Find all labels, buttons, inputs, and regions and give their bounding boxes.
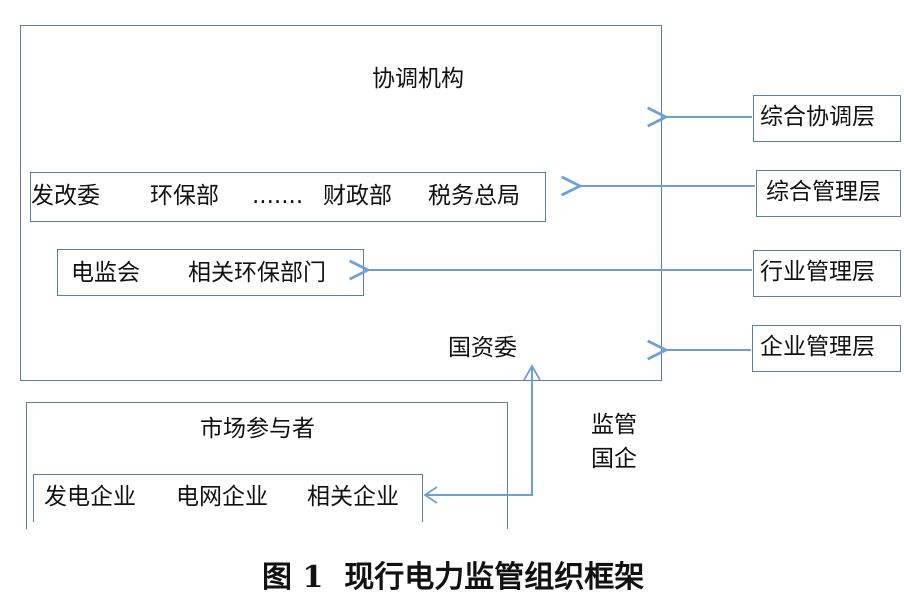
comprehensive-agencies-box [30,172,546,222]
figure-title: 现行电力监管组织框架 [344,560,645,595]
layer-box-enterprise [752,325,901,372]
market-participants-title: 市场参与者 [200,416,315,442]
sasac-label: 国资委 [448,335,517,361]
agency-mof: 财政部 [323,183,392,209]
enterprise-grid: 电网企业 [176,484,268,510]
layer-box-management [756,170,901,217]
agency-mep: 环保部 [150,183,219,209]
arrowhead-enterprises [423,486,438,504]
enterprise-generation: 发电企业 [44,484,136,510]
agency-ellipsis: ....... [252,183,304,209]
agency-ndrc: 发改委 [31,183,100,209]
supervision-note-line1: 监管 [591,412,637,438]
regulators-outer-box [20,25,662,381]
layer-label-industry: 行业管理层 [760,259,875,285]
layer-label-coordination: 综合协调层 [760,104,875,130]
supervision-note-line2: 国企 [591,446,637,472]
arrowhead-sasac [523,364,541,381]
layer-box-industry [753,250,901,297]
agency-env-depts: 相关环保部门 [188,260,326,286]
enterprises-box [33,474,423,522]
layer-label-management: 综合管理层 [766,179,881,205]
layer-label-enterprise: 企业管理层 [760,334,875,360]
enterprise-related: 相关企业 [307,484,399,510]
figure-label: 图 1 [262,560,324,595]
connector-supervision [425,368,533,496]
coordination-agency-label: 协调机构 [372,66,464,92]
market-participants-box [26,402,508,529]
figure-caption: 图 1 现行电力监管组织框架 [262,552,644,596]
layer-box-coordination [753,95,901,142]
agency-serc: 电监会 [71,260,140,286]
agency-tax: 税务总局 [428,183,520,209]
